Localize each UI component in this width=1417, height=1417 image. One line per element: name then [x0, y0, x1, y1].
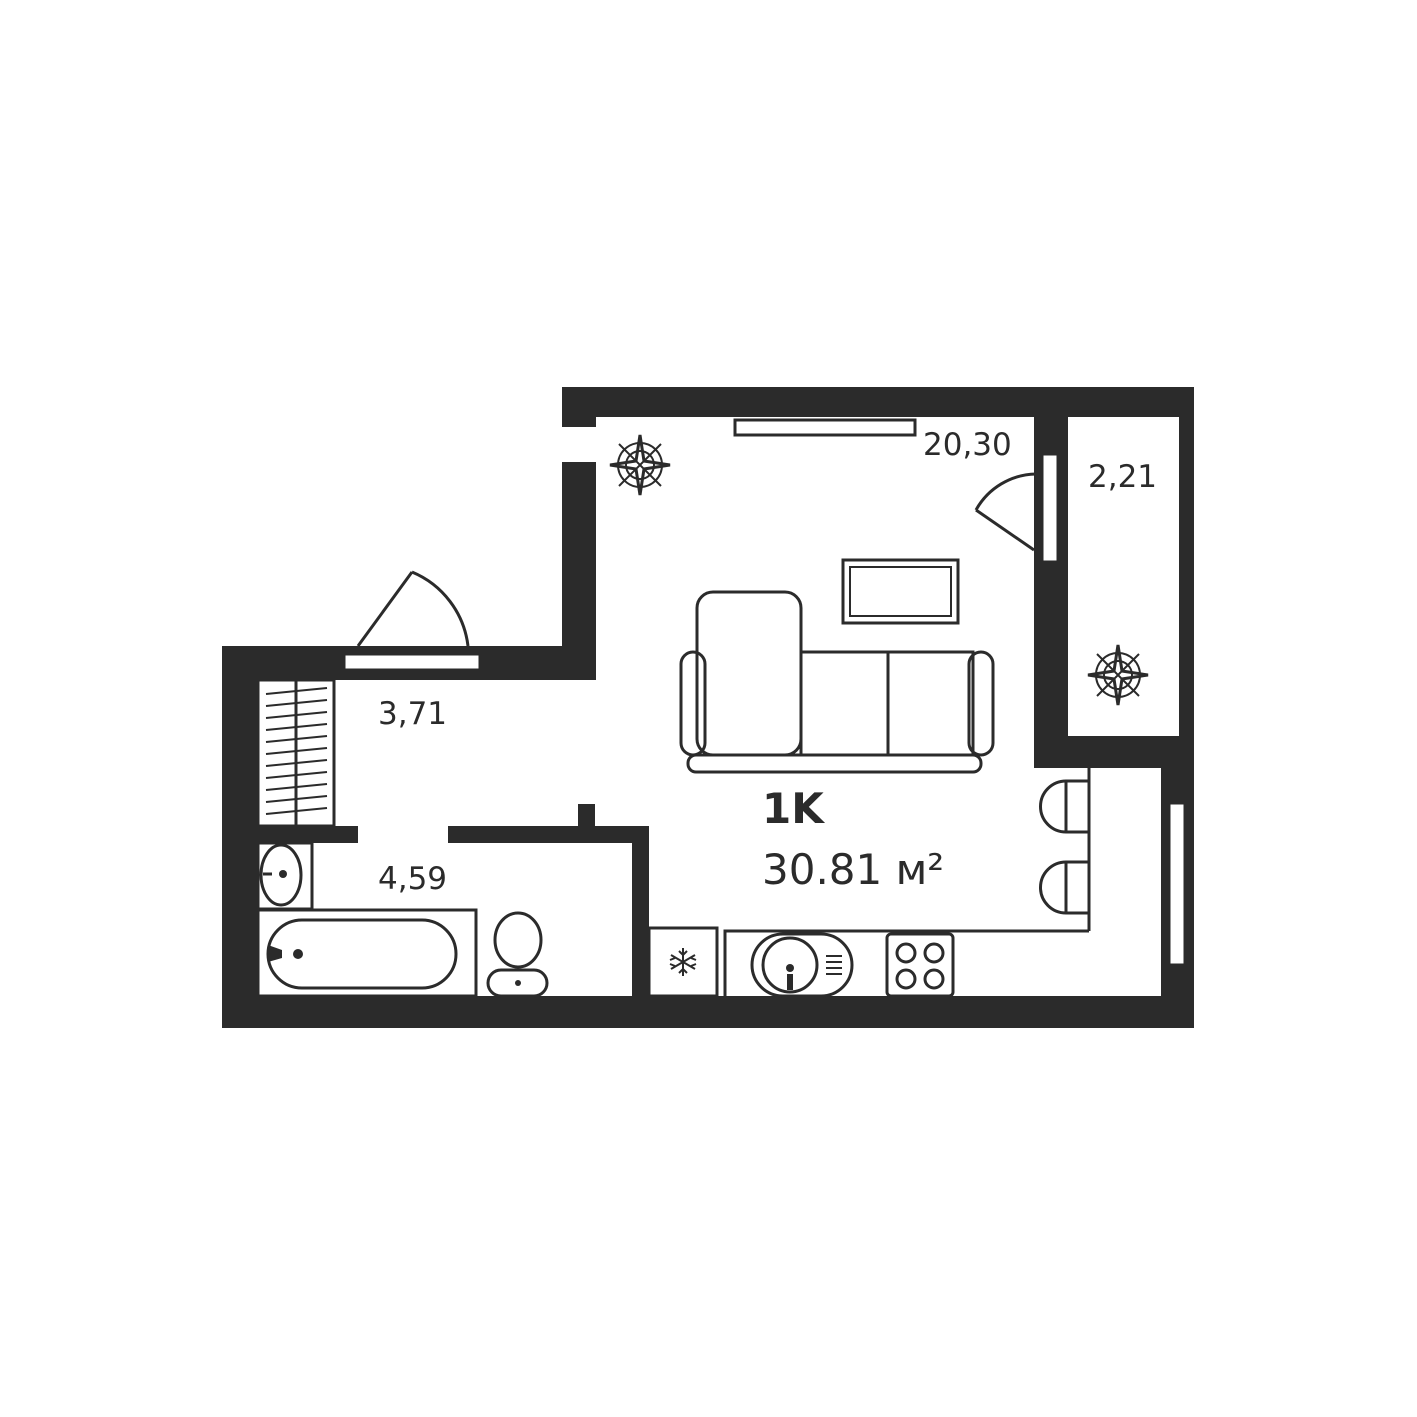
- bathtub: [256, 908, 478, 998]
- apartment-type-label: 1K: [762, 784, 825, 833]
- walls: [222, 387, 1194, 1028]
- wardrobe: [256, 678, 336, 828]
- snowflake-icon: [669, 948, 697, 976]
- doors: [356, 472, 1037, 647]
- entrance-door: [356, 570, 470, 647]
- tv-stand: [841, 558, 960, 625]
- total-area-label: 30.81 м²: [762, 845, 944, 894]
- living-area-label: 20,30: [923, 427, 1012, 463]
- toilet: [486, 911, 549, 998]
- balcony-area-label: 2,21: [1088, 459, 1157, 495]
- window-balcony-door: [1040, 452, 1060, 564]
- bathroom-area-label: 4,59: [378, 861, 447, 897]
- fan-icon: [609, 434, 671, 496]
- washbasin: [256, 841, 314, 911]
- sofa: [679, 590, 995, 774]
- windows: [342, 418, 1187, 967]
- hall-area-label: 3,71: [378, 696, 447, 732]
- window-kitchen: [1167, 801, 1187, 967]
- fan-icon: [1087, 644, 1149, 706]
- bar-stools: [1039, 779, 1089, 915]
- kitchen-counter: [647, 768, 1091, 998]
- entrance-threshold: [342, 652, 482, 672]
- balcony-door: [974, 472, 1037, 552]
- window-living: [733, 418, 917, 437]
- cooktop: [885, 932, 955, 998]
- kitchen-sink: [750, 932, 854, 998]
